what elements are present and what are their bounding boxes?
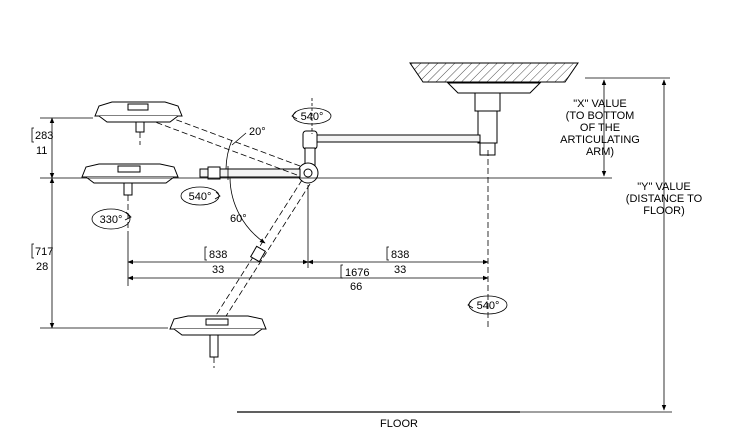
light-head-upper [94, 101, 183, 145]
angle-20-leader [231, 132, 247, 146]
rotation-label-top-arm: 540° [301, 111, 324, 123]
rotation-label-light-head: 540° [189, 191, 212, 203]
rotation-symbol-top-arm [291, 98, 332, 134]
rotation-label-central-axis: 540° [477, 300, 500, 312]
rotation-symbol-central-axis [467, 295, 508, 315]
segment1-mm: 838 [209, 249, 227, 261]
rotation-symbol-light-head [180, 186, 221, 206]
x-value-line-1: "X" VALUE [573, 98, 626, 110]
angle-60-label: 60° [230, 213, 247, 225]
floor-label: FLOOR [380, 418, 418, 430]
light-head-lower [169, 315, 267, 368]
rotation-label-yoke: 330° [100, 214, 123, 226]
angle-60-arc [229, 177, 266, 244]
x-value-line-5: ARM) [586, 146, 614, 158]
x-value-line-3: OF THE [580, 122, 620, 134]
x-value-note: "X" VALUE (TO BOTTOM OF THE ARTICULATING… [560, 98, 640, 158]
y-value-note: "Y" VALUE (DISTANCE TO FLOOR) [626, 181, 703, 217]
extension-arm [297, 130, 481, 184]
angle-20-label: 20° [249, 126, 266, 138]
total-bracket [340, 264, 343, 279]
spring-arm-lowered [212, 179, 311, 325]
segment2-bracket [386, 246, 389, 261]
angle-20-arc [225, 139, 233, 170]
lower-offset-mm: 717 [35, 246, 53, 258]
lower-offset-in: 28 [36, 261, 48, 273]
light-head-middle [81, 163, 179, 235]
upper-offset-bracket [31, 127, 34, 143]
y-value-line-2: (DISTANCE TO [626, 193, 703, 205]
segment1-bracket [204, 246, 207, 261]
upper-offset-in: 11 [36, 145, 47, 157]
upper-offset-mm: 283 [35, 130, 53, 142]
spring-arm-horizontal [199, 166, 301, 180]
y-value-line-1: "Y" VALUE [637, 181, 690, 193]
x-value-line-4: ARTICULATING [560, 134, 640, 146]
x-value-line-2: (TO BOTTOM [566, 110, 635, 122]
total-in: 66 [350, 281, 362, 293]
segment2-mm: 838 [391, 249, 409, 261]
segment1-in: 33 [212, 264, 224, 276]
total-mm: 1676 [345, 267, 369, 279]
lower-offset-bracket [31, 243, 34, 259]
ceiling-mount [409, 62, 579, 156]
y-value-line-3: FLOOR) [643, 205, 685, 217]
rotation-symbol-yoke [91, 208, 132, 230]
segment2-in: 33 [394, 264, 406, 276]
